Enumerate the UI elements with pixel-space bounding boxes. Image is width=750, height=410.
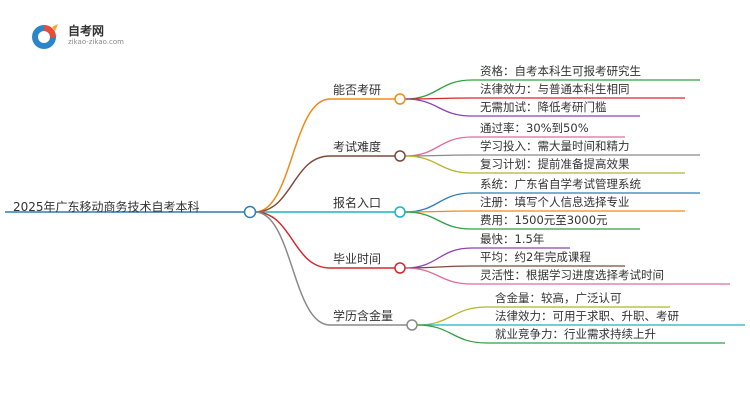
branch-connector	[254, 211, 331, 326]
logo-icon	[32, 24, 58, 49]
mindmap-leaf: 灵活性：根据学习进度选择考试时间	[480, 268, 664, 282]
mindmap-leaf: 资格：自考本科生可报考研究生	[480, 64, 641, 78]
branch-node-circle	[394, 206, 406, 218]
branch-node-circle	[394, 93, 406, 105]
leaf-connector	[404, 211, 473, 230]
mindmap-leaf: 法律效力：与普通本科生相同	[480, 82, 630, 96]
site-logo[interactable]: 自考网 zikao-zikao.com	[30, 20, 150, 52]
mindmap-leaf: 无需加试：降低考研门槛	[480, 100, 607, 114]
mindmap-branch: 考试难度	[333, 140, 382, 154]
mindmap-leaf: 法律效力：可用于求职、升职、考研	[495, 309, 679, 323]
mindmap-leaf: 系统：广东省自学考试管理系统	[480, 177, 641, 191]
branch-connector	[254, 211, 331, 269]
mindmap-leaf: 平均：约2年完成课程	[480, 250, 591, 264]
leaf-connector	[404, 247, 473, 269]
mindmap-branch: 能否考研	[333, 83, 382, 97]
leaf-connector	[404, 267, 473, 285]
leaf-connector	[416, 324, 488, 344]
mindmap-leaf: 学习投入：需大量时间和精力	[480, 139, 630, 153]
mindmap-root: 2025年广东移动商务技术自考本科	[13, 200, 200, 214]
mindmap-leaf: 通过率：30%到50%	[480, 121, 589, 135]
logo-url: zikao-zikao.com	[68, 38, 124, 46]
mindmap-branch: 报名入口	[333, 196, 382, 210]
mindmap-branch: 毕业时间	[333, 252, 382, 266]
mindmap-leaf: 注册：填写个人信息选择专业	[480, 195, 630, 209]
branch-connector	[254, 155, 331, 213]
mindmap-leaf: 复习计划：提前准备提高效果	[480, 157, 630, 171]
branch-node-circle	[394, 262, 406, 274]
mindmap-leaf: 费用：1500元至3000元	[480, 213, 608, 227]
logo-title: 自考网	[68, 24, 105, 38]
branch-node-circle	[406, 319, 418, 331]
leaf-connector	[416, 306, 488, 326]
leaf-connector	[404, 136, 473, 157]
leaf-connector	[404, 79, 473, 100]
root-node-circle	[243, 205, 257, 219]
leaf-connector	[404, 155, 473, 174]
mindmap-leaf: 含金量：较高，广泛认可	[495, 291, 622, 305]
mindmap-leaf: 最快：1.5年	[480, 232, 545, 246]
mindmap-leaf: 就业竞争力：行业需求持续上升	[495, 327, 656, 341]
leaf-connector	[404, 192, 473, 213]
branch-connector	[254, 98, 331, 213]
leaf-connector	[404, 98, 473, 117]
mindmap-branch: 学历含金量	[333, 309, 394, 323]
branch-node-circle	[394, 150, 406, 162]
